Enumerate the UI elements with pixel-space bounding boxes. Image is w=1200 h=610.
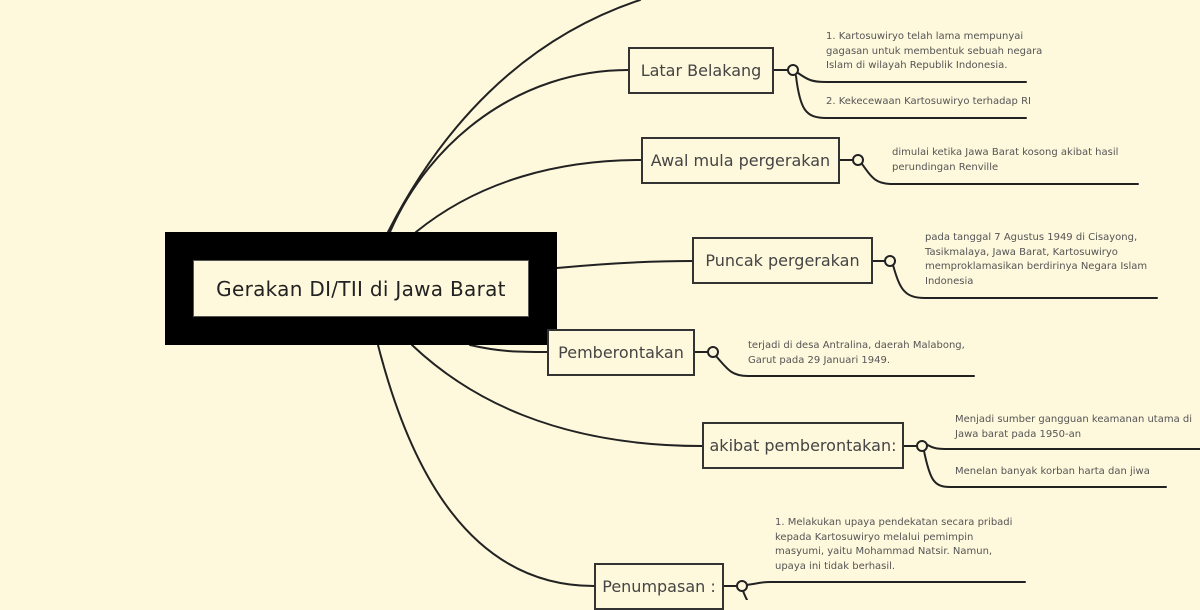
collapse-toggle-latar xyxy=(787,64,799,76)
topic-puncak[interactable]: Puncak pergerakan xyxy=(692,237,873,284)
note-awal[interactable]: dimulai ketika Jawa Barat kosong akibat … xyxy=(892,147,1119,173)
note-line-penumpasan-1 xyxy=(745,581,1026,586)
link-latar-belakang xyxy=(389,69,629,233)
collapse-toggle-awal xyxy=(852,154,864,166)
note-akibat-1[interactable]: Menjadi sumber gangguan keamanan utama d… xyxy=(955,414,1193,440)
topic-awal-mula[interactable]: Awal mula pergerakan xyxy=(641,137,840,184)
topic-pemberontakan[interactable]: Pemberontakan xyxy=(547,329,695,376)
note-latar-1[interactable]: 1. Kartosuwiryo telah lama mempunyai gag… xyxy=(826,31,1043,71)
topic-latar-belakang[interactable]: Latar Belakang xyxy=(628,47,774,94)
note-line-akibat-2 xyxy=(923,450,1167,488)
topic-akibat[interactable]: akibat pemberontakan: xyxy=(702,422,904,469)
note-latar-2[interactable]: 2. Kekecewaan Kartosuwiryo terhadap RI xyxy=(826,96,1031,107)
link-awal-mula xyxy=(415,159,642,233)
central-topic[interactable]: Gerakan DI/TII di Jawa Barat xyxy=(165,232,557,345)
central-topic-label: Gerakan DI/TII di Jawa Barat xyxy=(193,260,529,317)
topic-label: Awal mula pergerakan xyxy=(650,151,831,170)
collapse-toggle-puncak xyxy=(884,255,896,267)
collapse-toggle-penumpasan xyxy=(736,580,748,592)
note-line-awal xyxy=(861,163,1139,185)
note-pemberontakan[interactable]: terjadi di desa Antralina, daerah Malabo… xyxy=(748,340,965,366)
link-penumpasan xyxy=(377,344,595,587)
note-line-penumpasan-2 xyxy=(742,590,748,600)
topic-penumpasan[interactable]: Penumpasan : xyxy=(594,563,724,610)
note-penumpasan-1[interactable]: 1. Melakukan upaya pendekatan secara pri… xyxy=(775,517,1013,572)
note-akibat-2[interactable]: Menelan banyak korban harta dan jiwa xyxy=(955,466,1150,477)
link-pemberontakan xyxy=(469,344,548,353)
topic-label: Puncak pergerakan xyxy=(705,251,860,270)
note-puncak[interactable]: pada tanggal 7 Agustus 1949 di Cisayong,… xyxy=(925,232,1148,287)
collapse-toggle-akibat xyxy=(916,440,928,452)
topic-label: Penumpasan : xyxy=(602,577,716,596)
topic-label: akibat pemberontakan: xyxy=(709,436,897,455)
note-line-latar-2 xyxy=(795,75,1027,119)
collapse-toggle-pemberontakan xyxy=(707,346,719,358)
topic-label: Pemberontakan xyxy=(558,343,684,362)
link-puncak xyxy=(556,260,693,269)
note-line-akibat-1 xyxy=(925,443,1200,450)
note-line-puncak xyxy=(892,264,1158,299)
link-akibat xyxy=(411,344,703,447)
note-line-latar-1 xyxy=(797,72,1027,83)
topic-label: Latar Belakang xyxy=(640,61,762,80)
link-offscreen-branch xyxy=(387,0,641,233)
note-line-pemberontakan xyxy=(715,355,975,377)
